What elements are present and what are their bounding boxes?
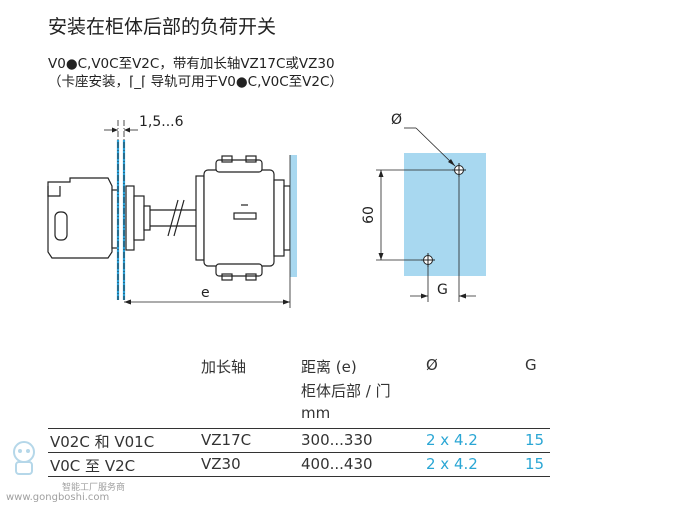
dim-phi: Ø [391,112,403,128]
header-phi: Ø [426,356,438,374]
row-1-phi: 2 x 4.2 [426,431,478,449]
dim-g: G [437,282,448,298]
row-divider [48,476,550,477]
row-1-distance: 300...330 [301,431,373,449]
extension-shaft [150,209,196,227]
switch-body [195,175,205,261]
row-2-distance: 400...430 [301,455,373,473]
row-2-phi: 2 x 4.2 [426,455,478,473]
subtitle-line-1: V0●C,V0C至V2C，带有加长轴VZ17C或VZ30 [48,56,335,72]
header-distance-3: mm [301,404,331,422]
row-1-model: V02C 和 V01C [50,433,155,451]
watermark-robot-icon [13,441,35,475]
side-view [47,120,297,308]
header-g: G [525,356,537,374]
dim-e: e [201,285,210,301]
row-2-g: 15 [525,455,545,473]
page-title: 安装在柜体后部的负荷开关 [48,16,277,38]
header-distance-1: 距离 (e) [301,358,357,376]
row-1-shaft: VZ17C [201,431,252,449]
watermark-tagline: 智能工厂服务商 [62,483,126,493]
header-extension-shaft: 加长轴 [201,358,247,376]
row-1-g: 15 [525,431,545,449]
drilling-template [376,127,486,302]
adapter [125,185,135,251]
watermark-site: www.gongboshi.com [6,492,110,503]
dim-60: 60 [360,206,377,224]
row-2-model: V0C 至 V2C [50,457,136,475]
handle-slot [54,211,68,241]
handle-front [47,186,61,197]
row-divider [48,452,550,453]
header-distance-2: 柜体后部 / 门 [301,382,391,400]
subtitle-line-2: （卡座安装，⌈_⌈ 导轨可用于V0●C,V0C至V2C） [48,74,343,90]
dim-door-thickness: 1,5...6 [139,114,184,130]
panel-cutout [404,153,486,276]
rear-panel [290,155,297,277]
row-2-shaft: VZ30 [201,455,241,473]
row-divider [48,428,550,429]
mounting-drawing [47,120,486,308]
